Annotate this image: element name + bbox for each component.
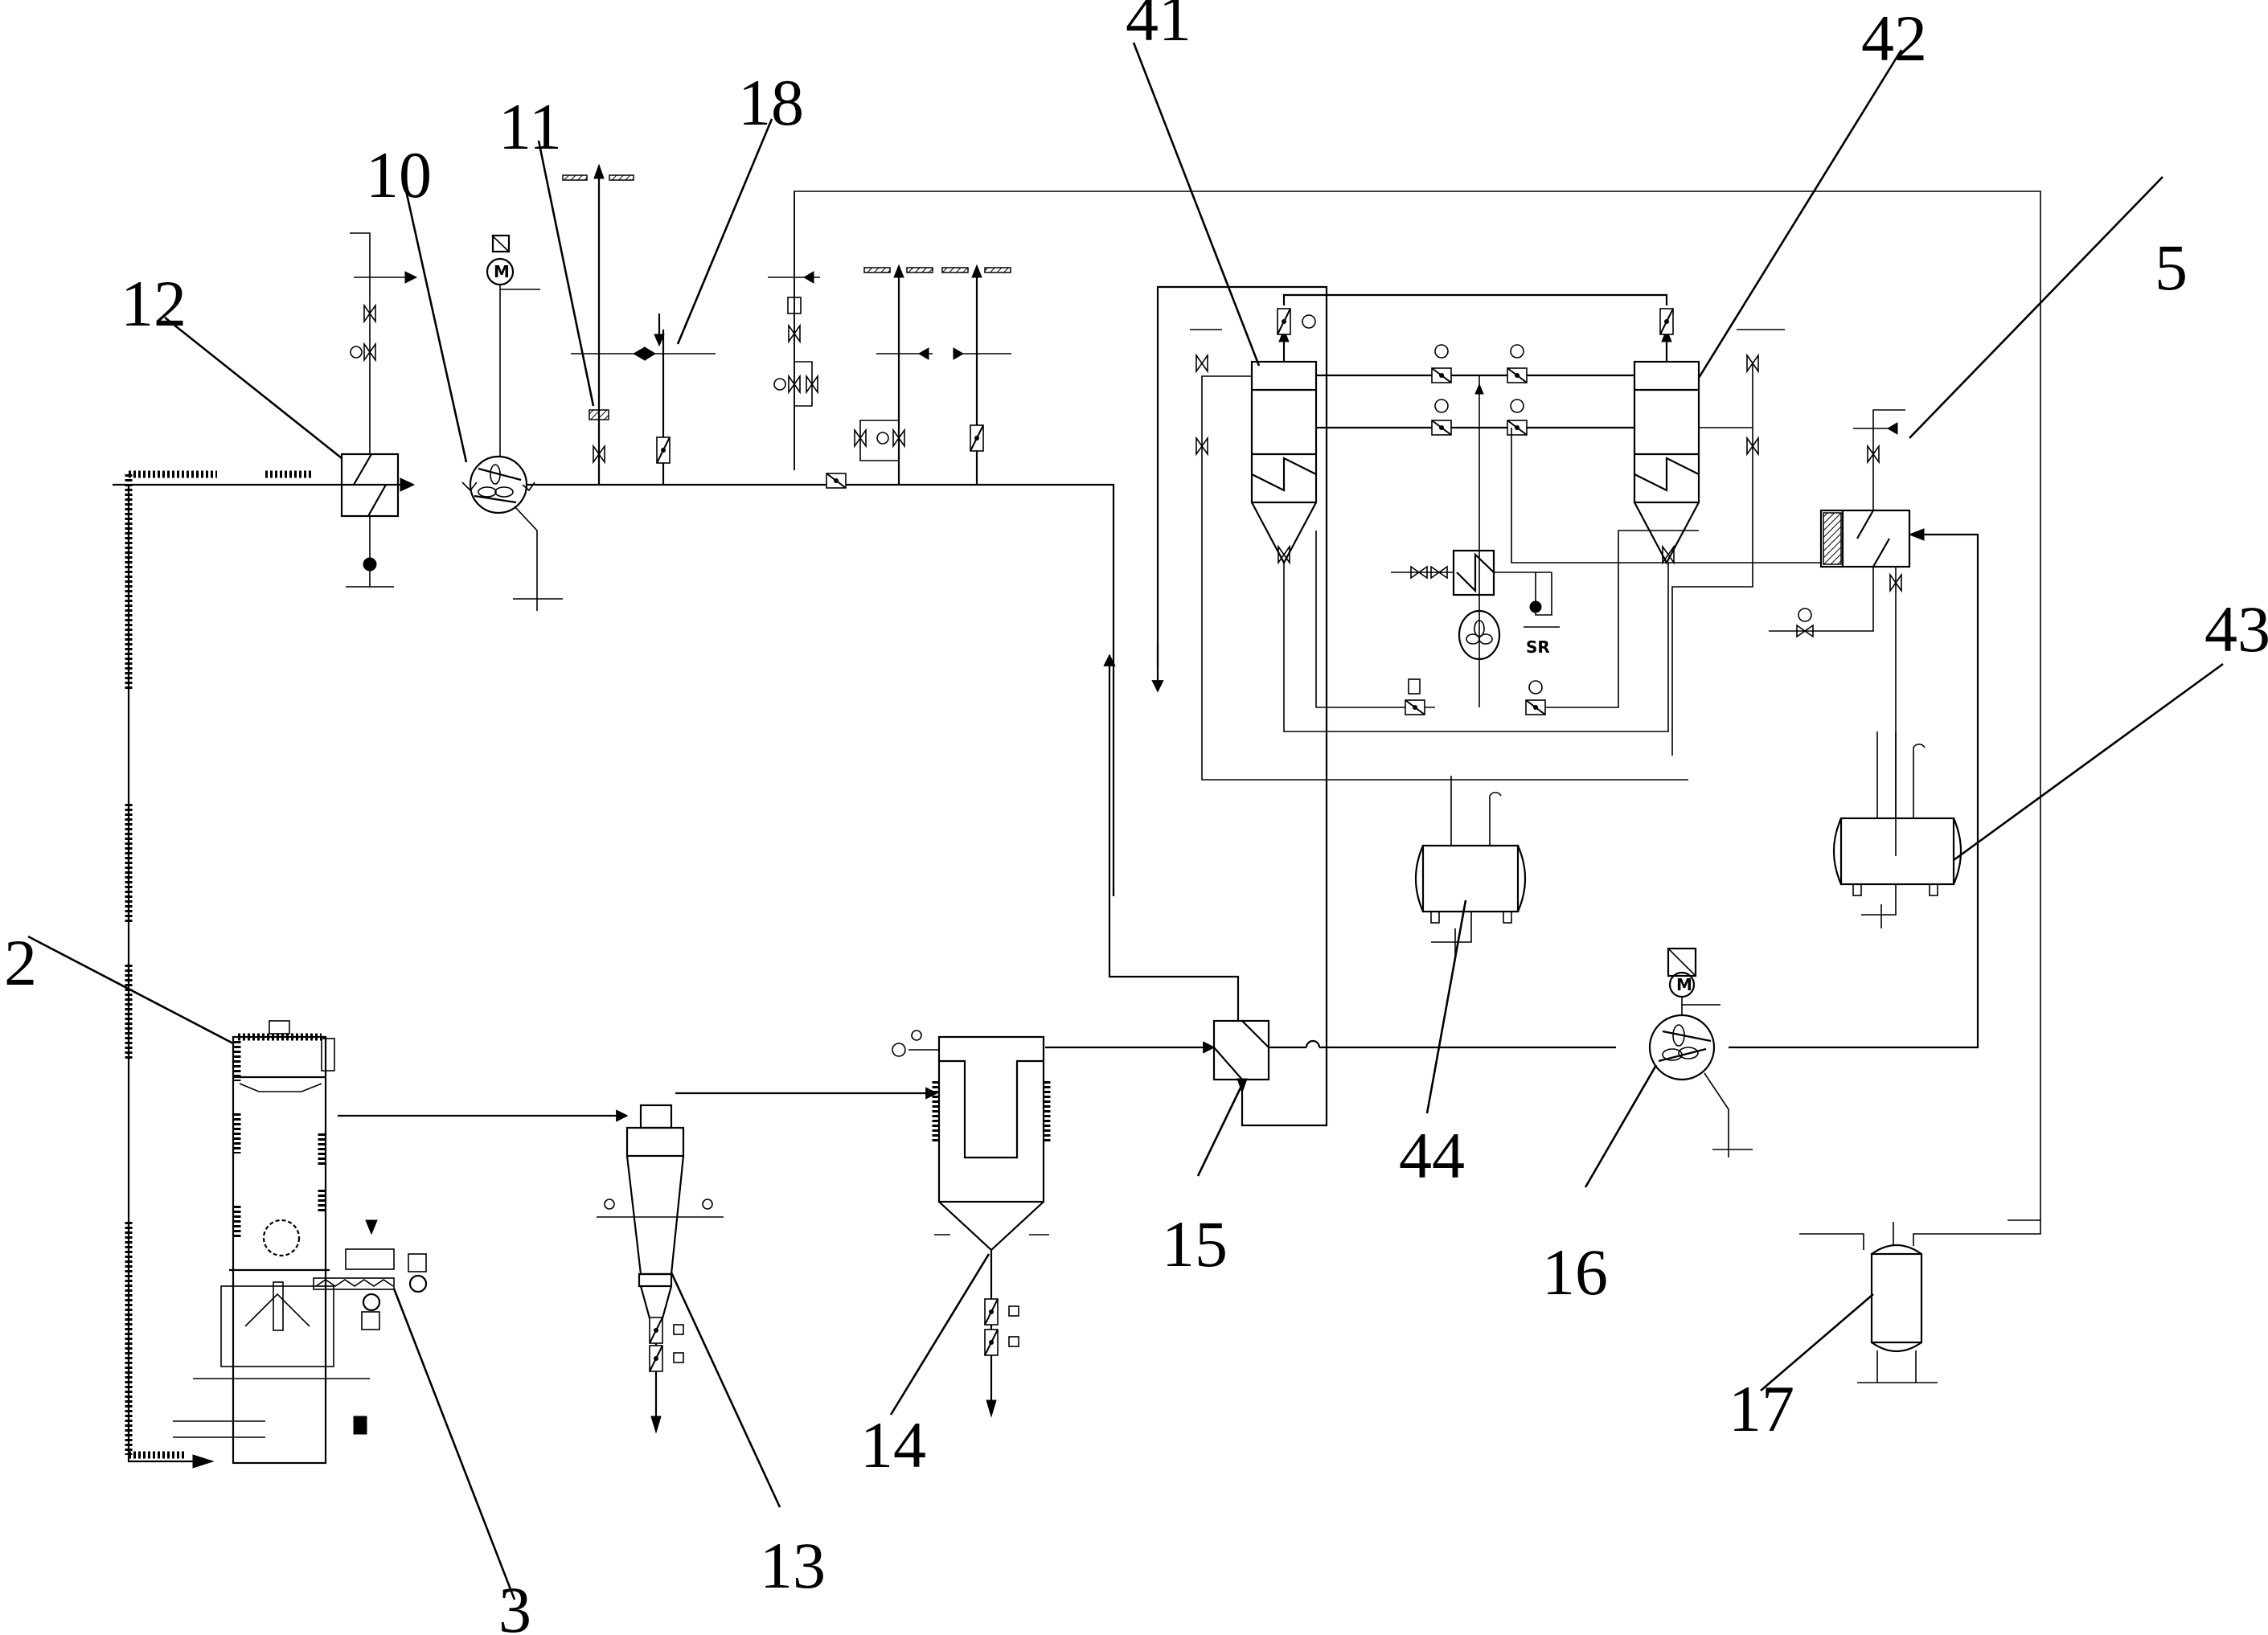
vessel-17[interactable] (1799, 1220, 2041, 1383)
tank-43[interactable] (1832, 731, 1962, 928)
label-11: 11 (498, 90, 562, 163)
vent-11[interactable] (562, 163, 646, 485)
vent-group-middle[interactable] (768, 191, 1011, 489)
label-18: 18 (738, 66, 804, 139)
motor-symbol-16: M (1676, 975, 1692, 994)
label-15: 15 (1162, 1207, 1228, 1281)
fan-10[interactable]: M (461, 234, 563, 611)
tank-44[interactable] (1414, 776, 1527, 957)
insulation-coil (125, 470, 314, 1459)
component-labels: 12 10 11 18 41 42 5 43 2 3 13 14 15 44 1… (4, 0, 2268, 1635)
label-10: 10 (366, 138, 432, 211)
cyclone-13[interactable] (597, 1104, 724, 1434)
heater-middle[interactable]: SR (1391, 549, 1560, 657)
label-13: 13 (760, 1529, 826, 1602)
label-41: 41 (1126, 0, 1191, 55)
inlet-18[interactable] (643, 313, 716, 485)
label-5: 5 (2155, 231, 2188, 304)
bag-filter-14[interactable] (892, 1030, 1051, 1418)
label-16: 16 (1542, 1235, 1608, 1309)
regenerator-piping (1190, 293, 1821, 781)
heat-exchanger-5[interactable] (1769, 409, 1925, 856)
label-12: 12 (121, 267, 187, 340)
heat-exchanger-15[interactable] (1212, 1019, 1270, 1094)
main-process-lines (113, 191, 2041, 1463)
label-2: 2 (4, 926, 37, 999)
sr-annotation: SR (1526, 637, 1550, 657)
label-14: 14 (860, 1408, 926, 1481)
label-42: 42 (1861, 2, 1927, 75)
leader-lines (27, 42, 2224, 1600)
heat-exchanger-12[interactable] (340, 232, 418, 588)
reactor-column-2[interactable] (173, 1020, 370, 1469)
adsorption-tower-42[interactable] (1633, 308, 1700, 565)
motor-symbol-10: M (494, 262, 510, 281)
label-43: 43 (2204, 592, 2268, 666)
label-44: 44 (1399, 1119, 1465, 1192)
label-17: 17 (1729, 1372, 1794, 1445)
fan-middle[interactable] (1458, 609, 1501, 661)
fan-16[interactable]: M (1648, 947, 1753, 1158)
label-3: 3 (498, 1573, 531, 1635)
adsorption-tower-41[interactable] (1250, 308, 1318, 565)
screw-feeder-3[interactable] (313, 1219, 428, 1330)
